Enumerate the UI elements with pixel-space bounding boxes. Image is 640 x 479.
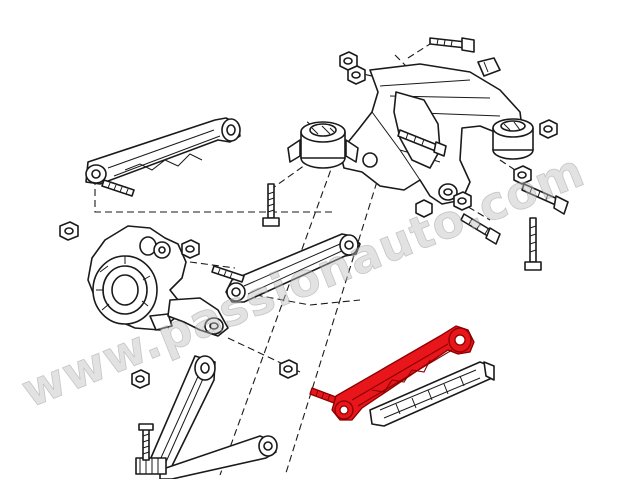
nut-subframe-lower — [453, 191, 472, 211]
bolt-lateral-link — [211, 265, 245, 283]
nut-top-right — [477, 57, 501, 77]
bolt-top — [429, 37, 475, 53]
nut-wishbone — [131, 369, 150, 389]
guard-plate — [369, 361, 495, 427]
bolt-right — [521, 183, 569, 215]
bolt-lower-subframe — [460, 213, 501, 245]
bolt-left-vertical — [262, 183, 280, 227]
nut-bracket — [415, 199, 433, 218]
nut-left-1 — [59, 221, 79, 241]
bolt-wishbone — [138, 423, 154, 461]
wheel-carrier — [87, 225, 187, 331]
bushing-left — [287, 121, 359, 169]
bushing-right — [492, 118, 534, 160]
toe-link — [167, 297, 229, 337]
nut-hub — [181, 239, 200, 259]
nut-right-2 — [513, 165, 532, 185]
lower-wishbone — [135, 355, 278, 479]
upper-control-arm — [85, 117, 241, 185]
lateral-link — [225, 233, 361, 303]
lower-trailing-link-highlighted — [309, 325, 475, 421]
nut-top-left-2 — [347, 65, 366, 85]
nut-center — [279, 359, 298, 379]
nut-right — [539, 119, 558, 139]
bolt-upper-arm — [101, 179, 135, 197]
bolt-center — [397, 129, 447, 157]
bolt-right-vertical — [524, 217, 542, 271]
